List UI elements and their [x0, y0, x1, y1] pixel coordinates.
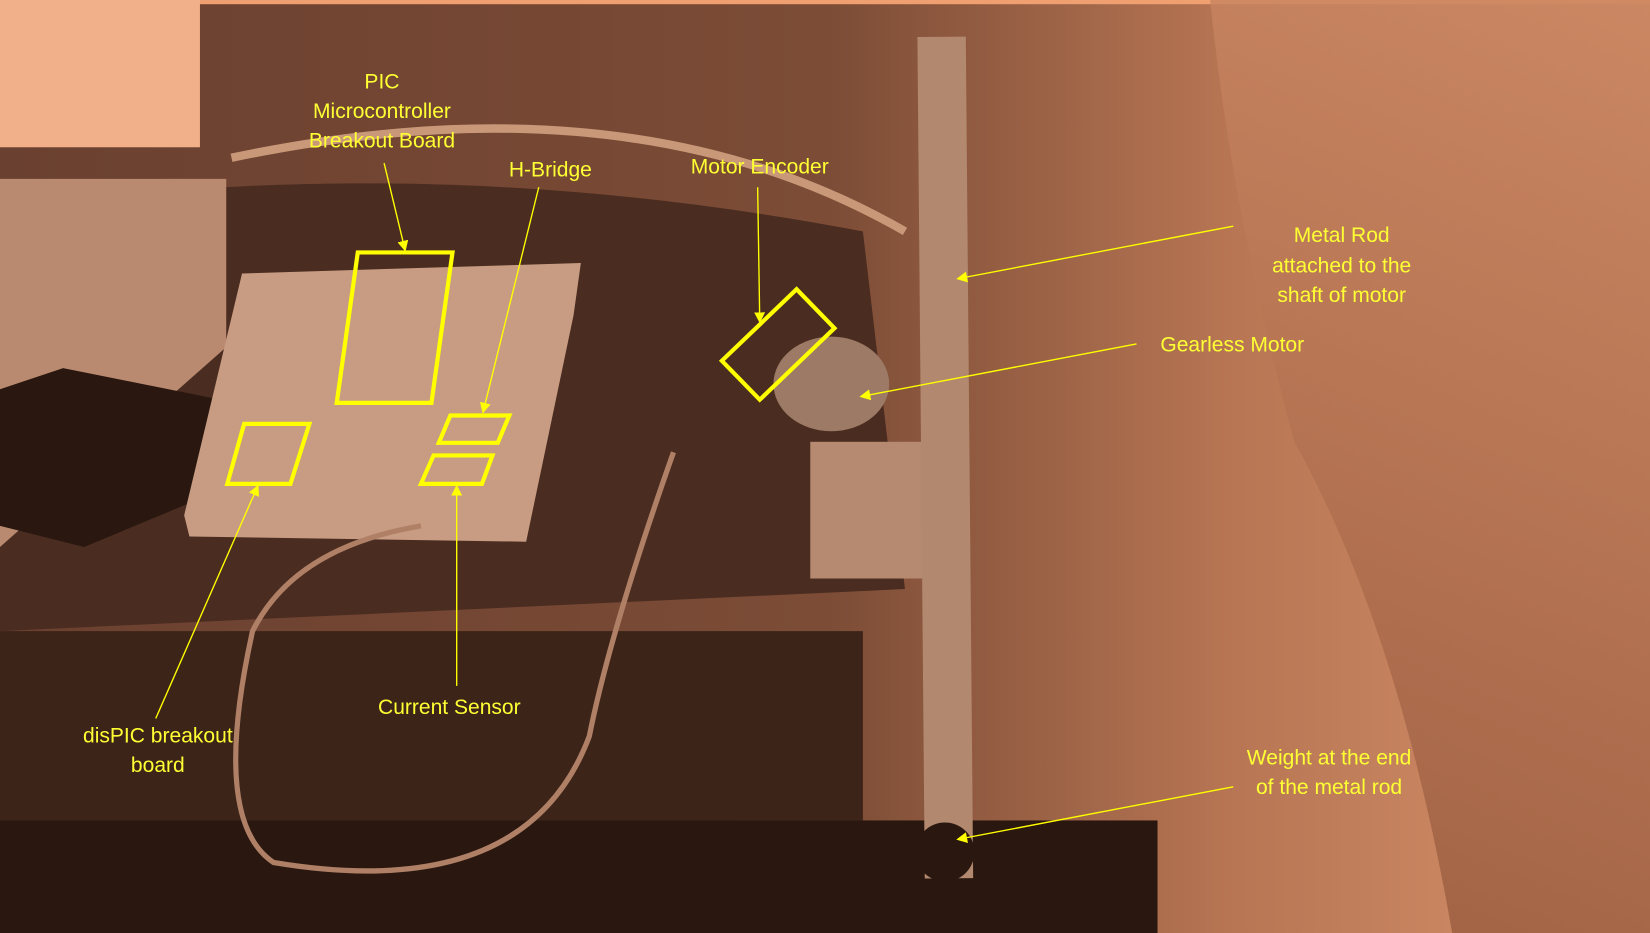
motor-encoder-arrow	[754, 187, 766, 324]
table-edge	[0, 631, 863, 821]
label-line: PIC	[364, 70, 399, 93]
dispic-board-arrow	[155, 484, 259, 719]
label-line: Weight at the end	[1247, 747, 1412, 770]
label-line: of the metal rod	[1256, 776, 1402, 799]
pic-board-box	[334, 250, 455, 405]
h-bridge-label: H-Bridge	[509, 159, 592, 182]
weight-disc	[915, 822, 975, 882]
current-sensor-label: Current Sensor	[378, 696, 521, 719]
label-line: attached to the	[1272, 254, 1411, 277]
h-bridge-box	[435, 413, 513, 445]
h-bridge-arrow	[479, 187, 540, 414]
current-sensor-box	[417, 453, 496, 486]
weight-arrow	[956, 786, 1234, 843]
motor-bracket	[810, 441, 927, 579]
dispic-board-label: disPIC breakout board	[83, 725, 233, 777]
gearless-motor-arrow	[859, 343, 1137, 401]
pic-board-label: PIC Microcontroller Breakout Board	[309, 70, 455, 152]
metal-rod-arrow	[956, 225, 1234, 283]
metal-rod	[917, 36, 974, 879]
label-line: disPIC breakout	[83, 725, 233, 748]
metal-rod-label: Metal Rod attached to the shaft of motor	[1272, 224, 1411, 307]
gearless-motor-label: Gearless Motor	[1160, 333, 1304, 356]
battery-box	[0, 368, 221, 547]
weight-label: Weight at the end of the metal rod	[1247, 747, 1412, 799]
pic-board-arrow	[383, 162, 409, 252]
label-line: Breakout Board	[309, 129, 455, 152]
motor-encoder-label: Motor Encoder	[691, 156, 829, 179]
label-line: Metal Rod	[1294, 224, 1390, 247]
label-line: shaft of motor	[1277, 284, 1406, 307]
dispic-board-box	[224, 421, 313, 486]
label-line: Microcontroller	[313, 100, 451, 123]
label-line: board	[131, 754, 185, 777]
laptop-screen	[0, 0, 200, 148]
motor-encoder-box	[718, 286, 838, 403]
motor-body	[773, 336, 890, 432]
